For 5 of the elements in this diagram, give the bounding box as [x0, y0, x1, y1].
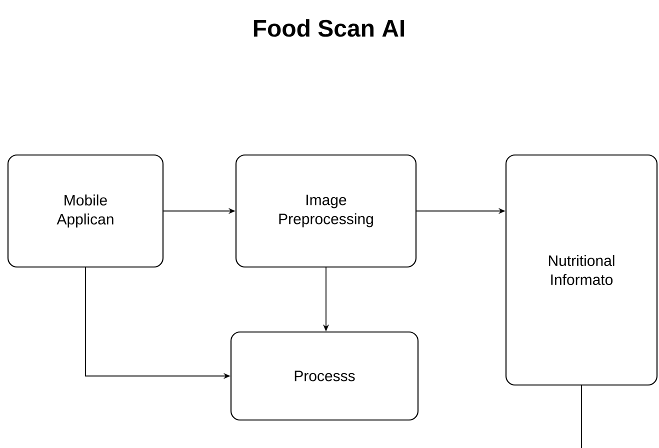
- process-box: Processs: [230, 331, 419, 421]
- title: Food Scan AI: [254, 19, 404, 37]
- process-box: Image Preprocessing: [235, 154, 417, 268]
- process-box: Nutritional Informato: [505, 154, 658, 386]
- process-box: Mobile Applican: [7, 154, 164, 268]
